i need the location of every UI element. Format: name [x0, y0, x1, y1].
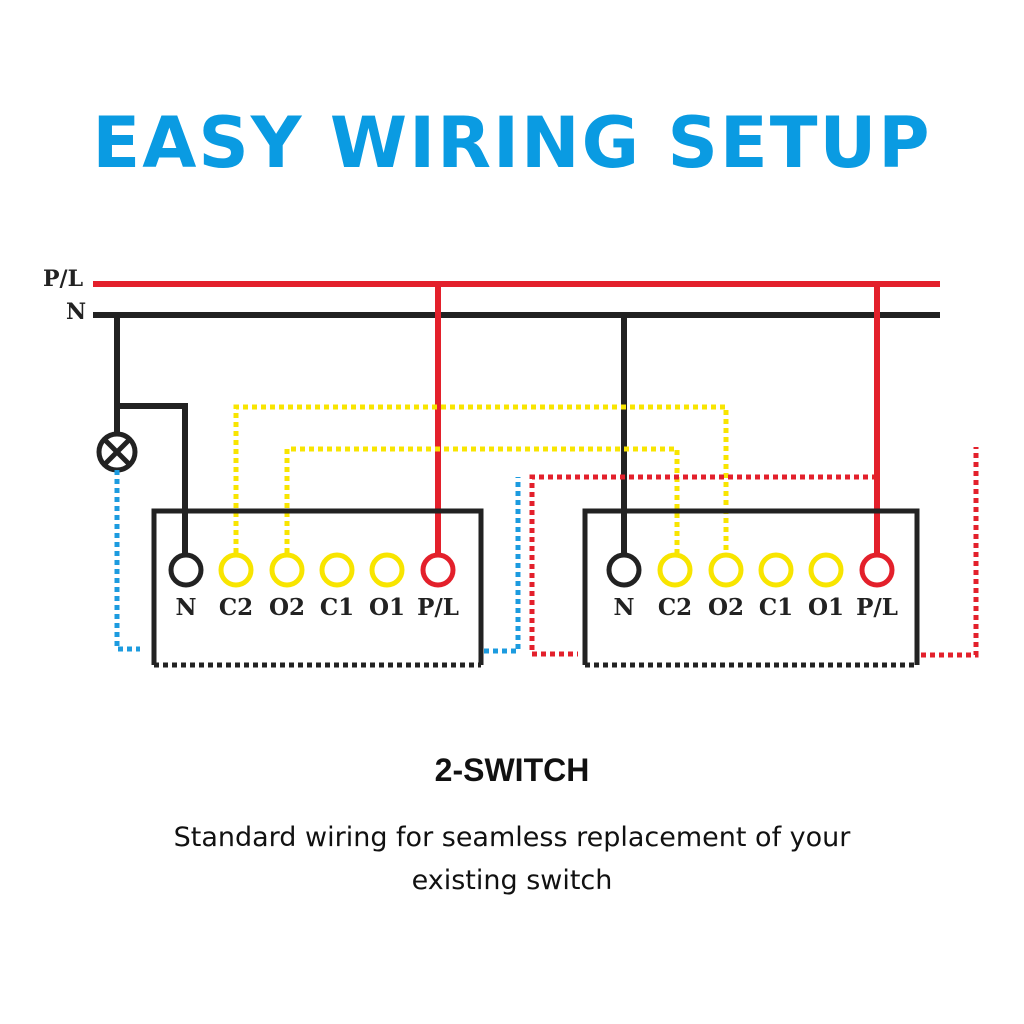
neutral-rail-label: N	[66, 299, 86, 325]
terminal-label: O2	[708, 594, 744, 621]
control-wire-o2	[284, 446, 680, 553]
traveler-wire	[529, 474, 877, 657]
terminal-c1	[758, 552, 794, 588]
terminal-label: C2	[219, 594, 253, 621]
diagram-description: Standard wiring for seamless replacement…	[162, 816, 862, 902]
terminal-label: N	[175, 594, 196, 621]
terminal-pl	[420, 552, 456, 588]
terminal-label: P/L	[417, 594, 459, 621]
lamp-icon	[96, 431, 138, 473]
switch-2: N C2 O2 C1 O1 P/L	[582, 508, 920, 668]
terminal-n	[168, 552, 204, 588]
terminal-n	[606, 552, 642, 588]
load-wire-link	[484, 477, 521, 654]
terminal-label: C1	[759, 594, 793, 621]
terminal-o1	[808, 552, 844, 588]
terminal-label: N	[613, 594, 634, 621]
switch-1: N C2 O2 C1 O1 P/L	[151, 508, 484, 668]
terminal-label: P/L	[856, 594, 898, 621]
terminal-o1	[369, 552, 405, 588]
page-title: EASY WIRING SETUP	[92, 102, 932, 184]
terminal-label: C1	[320, 594, 354, 621]
live-rail-label: P/L	[43, 266, 83, 292]
diagram-subtitle: 2-SWITCH	[434, 752, 590, 788]
terminal-o2	[708, 552, 744, 588]
terminal-pl	[859, 552, 895, 588]
terminal-o2	[269, 552, 305, 588]
terminal-c1	[319, 552, 355, 588]
description-line-1: Standard wiring for seamless replacement…	[173, 822, 851, 853]
description-line-2: existing switch	[411, 865, 613, 896]
neutral-wire-switch1	[117, 403, 188, 553]
terminal-label: O1	[808, 594, 844, 621]
terminal-c2	[218, 552, 254, 588]
terminal-label: O2	[269, 594, 305, 621]
terminal-label: C2	[658, 594, 692, 621]
terminal-label: O1	[369, 594, 405, 621]
load-wire	[114, 470, 140, 652]
terminal-c2	[657, 552, 693, 588]
control-wire-c2	[233, 404, 729, 553]
traveler-wire-out	[921, 447, 979, 658]
